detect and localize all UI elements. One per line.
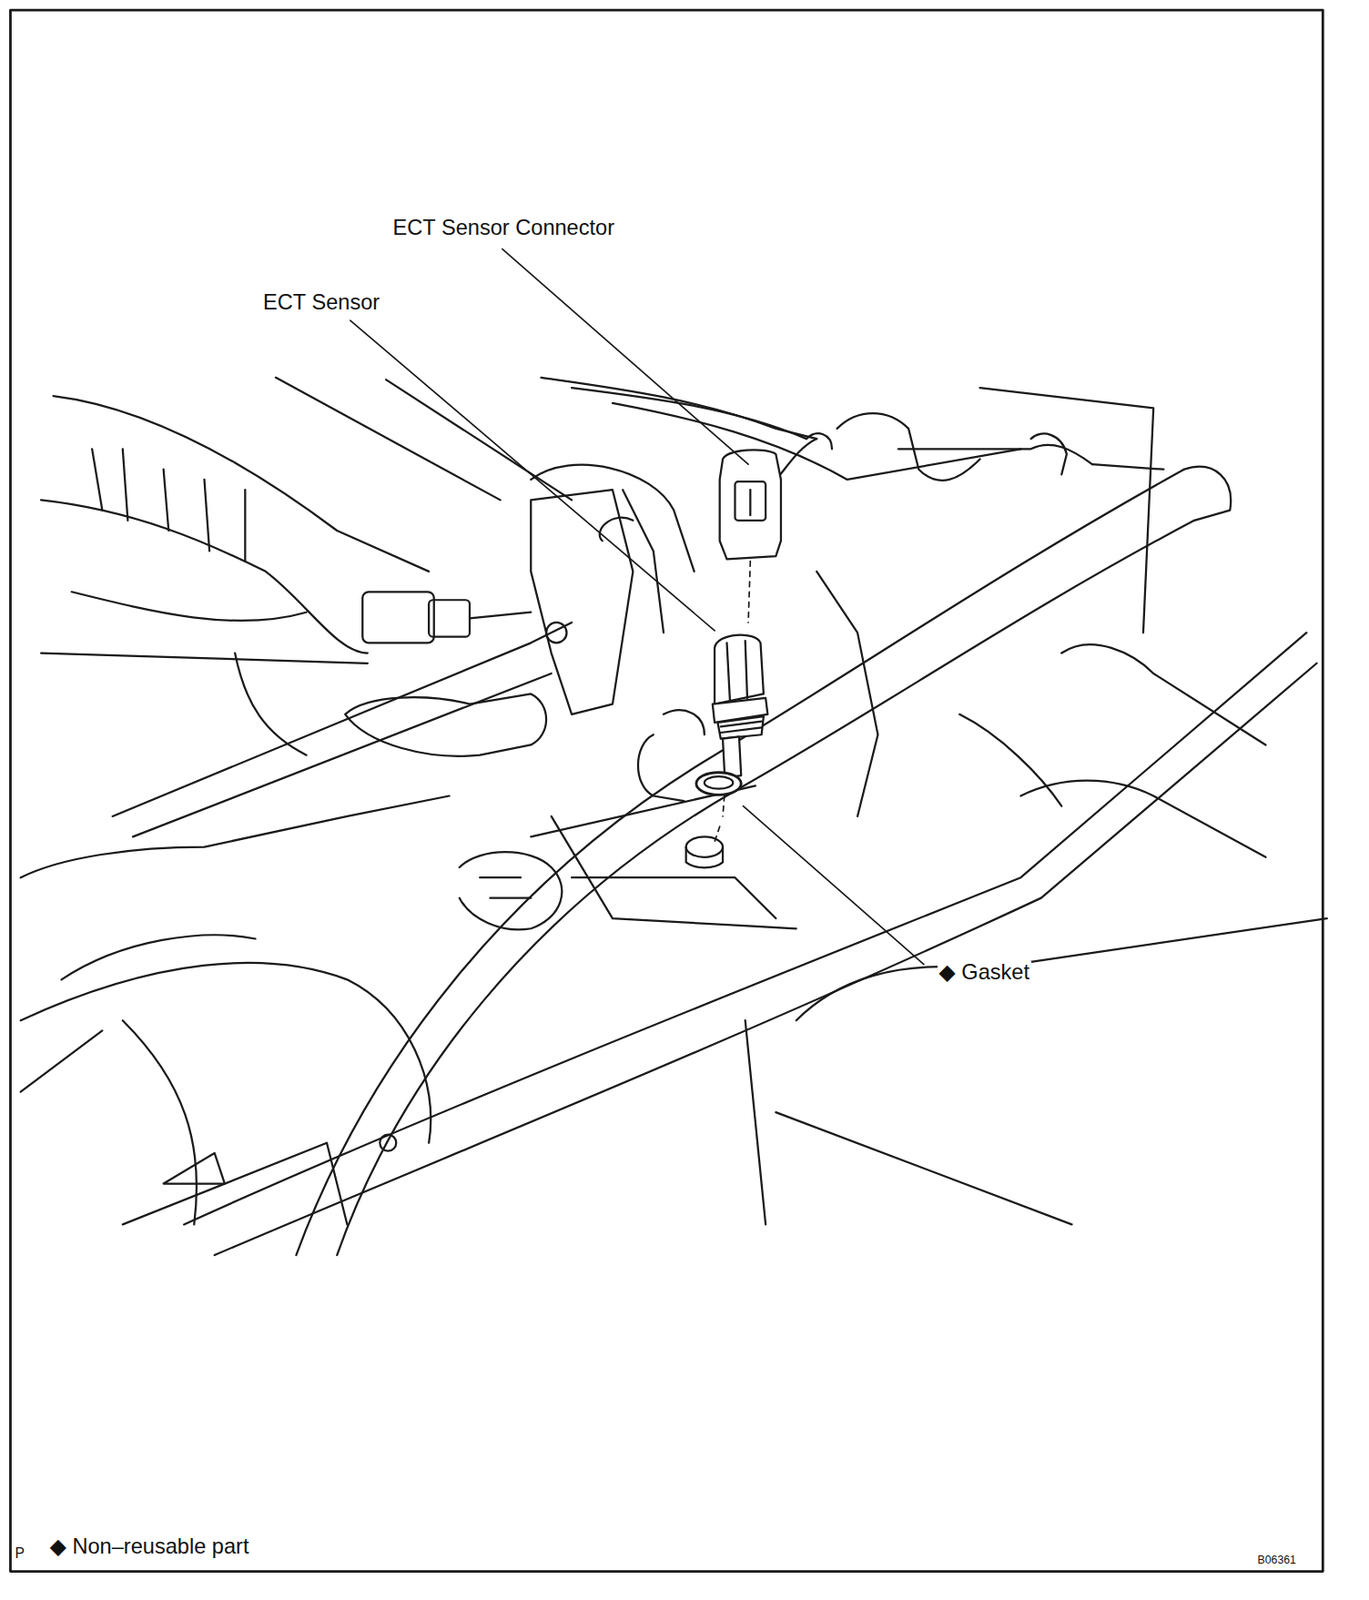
figure-code: B06361 [1256,1554,1299,1568]
legend-note: ◆ Non–reusable part [48,1535,252,1560]
page-mark: P [13,1545,27,1562]
part-label: ECT Sensor [261,291,382,315]
part-label: ◆ Gasket [937,961,1032,985]
part-label: ECT Sensor Connector [391,216,617,241]
